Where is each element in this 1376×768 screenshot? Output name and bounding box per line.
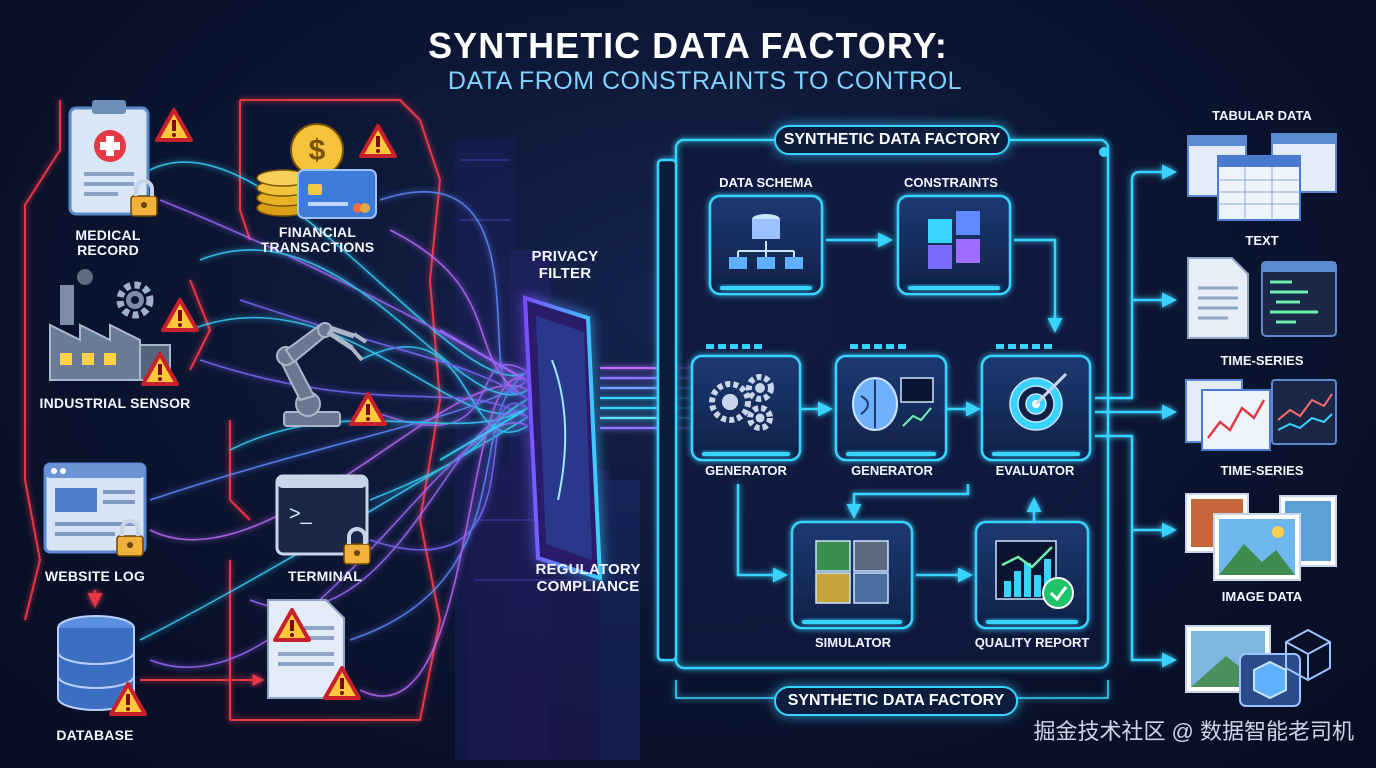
flow-line [369, 363, 529, 427]
flow-line [229, 407, 529, 451]
svg-text:$: $ [309, 134, 326, 167]
diagram-title: SYNTHETIC DATA FACTORY: [428, 25, 948, 66]
label-text: TEXT [1245, 233, 1279, 248]
flow-line [149, 380, 529, 501]
label-simulator: SIMULATOR [814, 635, 892, 650]
label-image-data: IMAGE DATA [1221, 589, 1303, 604]
flow-line [359, 345, 529, 434]
credit-card-icon [297, 169, 377, 219]
text-document-icon [1187, 257, 1249, 339]
gear-icon [116, 281, 154, 319]
flow-line [379, 191, 529, 395]
flow-line [239, 299, 529, 400]
flow-line [189, 316, 529, 415]
code-window-icon [1261, 261, 1337, 337]
database-icon [57, 615, 135, 711]
quality-report-module [974, 520, 1090, 630]
terminal-icon: >_ [275, 474, 369, 556]
flow-line [199, 249, 529, 396]
flow-line [149, 384, 529, 541]
label-time-series-1: TIME-SERIES [1220, 353, 1304, 368]
robot-arm-icon [276, 322, 368, 427]
generator-module-2 [834, 344, 948, 462]
label-data-schema: DATA SCHEMA [719, 175, 813, 190]
label-time-series-2: TIME-SERIES [1220, 463, 1304, 478]
label-generator-2: GENERATOR [851, 463, 933, 478]
flow-bundle [439, 329, 526, 461]
evaluator-module [980, 344, 1092, 462]
tabular-data-icon [1187, 133, 1337, 221]
label-financial-transactions: FINANCIAL TRANSACTIONS [260, 224, 375, 256]
label-website-log: WEBSITE LOG [44, 568, 146, 584]
label-medical-record: MEDICAL RECORD [75, 227, 141, 259]
financial-coins-icon: $ [256, 123, 344, 217]
flow-line [369, 402, 529, 551]
label-generator-1: GENERATOR [705, 463, 787, 478]
warning-icon [161, 298, 199, 332]
factory-top-label: SYNTHETIC DATA FACTORY [774, 125, 1010, 155]
time-series-chart-icon [1185, 379, 1337, 451]
simulator-module [790, 520, 914, 630]
diagram-subtitle: DATA FROM CONSTRAINTS TO CONTROL [447, 67, 963, 95]
warning-icon [349, 392, 387, 426]
flow-line [389, 229, 529, 400]
label-tabular-data: TABULAR DATA [1212, 108, 1312, 123]
output-arrows [1095, 164, 1177, 668]
frame-rivet [1099, 147, 1109, 157]
generator-module-1 [690, 344, 802, 462]
label-terminal: TERMINAL [288, 568, 362, 584]
image-data-icon [1185, 493, 1337, 581]
data-schema-module [708, 194, 824, 296]
medical-record-icon [68, 100, 150, 216]
privacy-filter-panel [522, 295, 603, 581]
data-flow-lines [139, 161, 529, 697]
flow-line [359, 377, 529, 697]
factory-arrows [736, 232, 1063, 583]
svg-text:>_: >_ [289, 503, 313, 525]
label-privacy-filter: PRIVACY FILTER [531, 248, 599, 282]
flow-line [369, 398, 529, 501]
label-database: DATABASE [56, 727, 134, 743]
factory-modules [690, 194, 1092, 630]
watermark: 掘金技术社区 @ 数据智能老司机 [1033, 719, 1354, 744]
factory-bottom-label: SYNTHETIC DATA FACTORY [774, 686, 1018, 716]
warning-icon [359, 124, 397, 158]
warning-icon [155, 108, 193, 142]
label-industrial-sensor: INDUSTRIAL SENSOR [39, 395, 191, 411]
label-constraints: CONSTRAINTS [904, 175, 998, 190]
flow-line [199, 359, 529, 418]
label-evaluator: EVALUATOR [995, 463, 1075, 478]
label-regulatory-compliance: REGULATORY COMPLIANCE [535, 561, 641, 595]
label-quality-report: QUALITY REPORT [974, 635, 1090, 650]
red-source-network [24, 99, 442, 721]
flow-line [149, 161, 529, 377]
constraints-module [896, 194, 1012, 296]
3d-scene-icon [1185, 625, 1331, 707]
factory-icon [49, 269, 171, 381]
